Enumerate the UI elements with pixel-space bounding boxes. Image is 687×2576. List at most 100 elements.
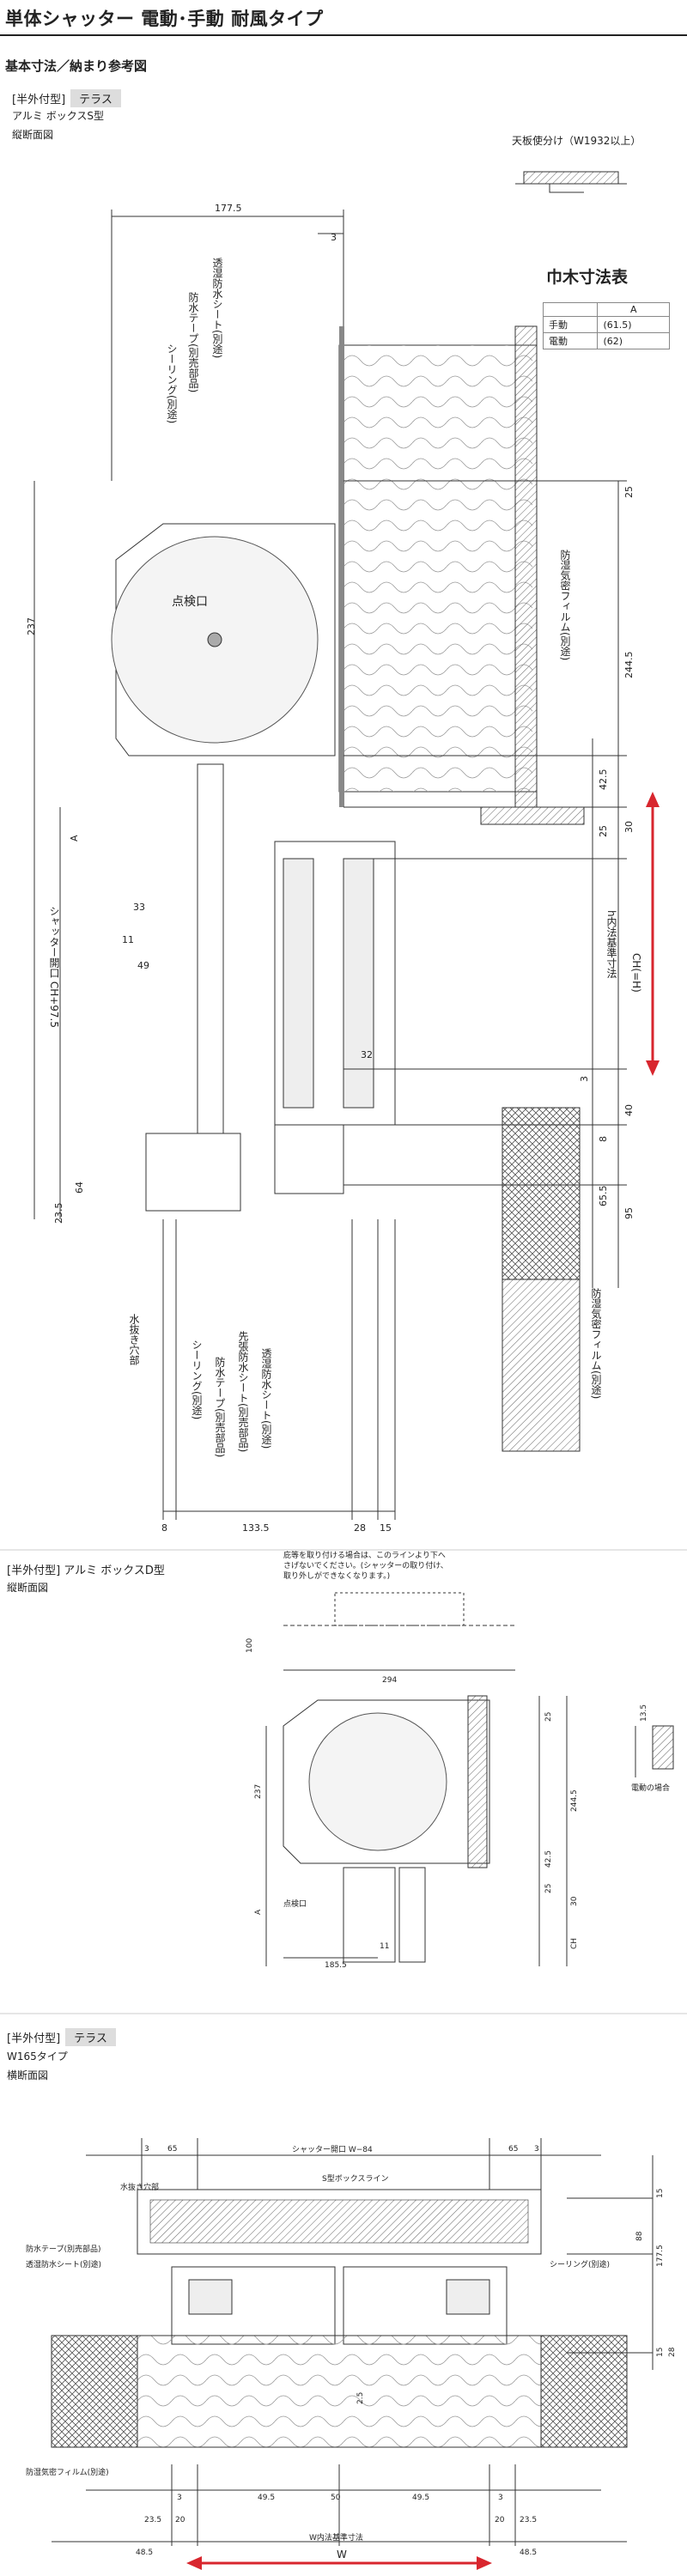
section2-drawing [265,1592,674,1966]
s3-w: W [337,2549,347,2561]
section1-view: 縦断面図 [12,129,54,141]
s3-vapor: 防湿気密フィルム(別途) [26,2469,109,2477]
title-underline [0,34,687,36]
dim-177-5: 177.5 [215,203,242,214]
opening-label: シャッター開口 CH+97.5 [48,906,60,1028]
d2-13-5: 13.5 [640,1704,648,1722]
s3-b-48-5b: 48.5 [520,2549,538,2557]
tape-label-top: 防水テープ(別売部品) [187,292,199,393]
section1-tag-label: テラス [70,89,121,107]
dim-25b: 25 [598,825,609,837]
baseboard-table-title: 巾木寸法表 [546,268,629,287]
section2-motor-note: 電動の場合 [631,1784,671,1793]
dim-28: 28 [354,1522,366,1534]
shutter-box [111,523,336,756]
ch-arrow [646,792,660,1076]
s3-opening: シャッター開口 W−84 [292,2146,373,2154]
s3-b-20b: 20 [495,2516,505,2524]
dim-237: 237 [26,617,37,635]
w-arrow [186,2556,492,2570]
dim-25: 25 [623,486,635,498]
s3-t-3b: 3 [534,2145,539,2154]
sealing-label-bot: シーリング(別途) [191,1340,203,1420]
vertical-dims [33,480,627,1288]
s3-m-2-5: 2.5 [356,2391,365,2404]
tape-label-bot: 防水テープ(別売部品) [214,1357,226,1458]
s3-b-20a: 20 [175,2516,185,2524]
s3-b-3: 3 [177,2494,182,2502]
dim-15: 15 [380,1522,392,1534]
d2-25b: 25 [544,1883,553,1893]
section2-model: アルミ ボックスD型 [64,1564,165,1577]
ceiling-note: 天板使分け（W1932以上） [512,135,641,147]
dim-95: 95 [623,1207,635,1219]
dim-30: 30 [623,821,635,833]
d2-25: 25 [544,1711,553,1722]
sheet-label-top: 透湿防水シート(別途) [211,258,223,359]
s3-t-3a: 3 [144,2145,149,2154]
section1-tag: [半外付型]テラス [12,89,121,107]
s3-t-65a: 65 [167,2145,178,2154]
d2-237: 237 [254,1783,263,1799]
s3-sealing: シーリング(別途) [550,2261,611,2269]
dim-40: 40 [623,1104,635,1116]
dim-65-5: 65.5 [598,1185,609,1207]
bottom-dims [162,1219,396,1520]
s3-box-line: S型ボックスライン [322,2175,389,2184]
wall-structure [338,325,585,1452]
section2-header: [半外付型] アルミ ボックスD型 [7,1561,165,1577]
d2-294: 294 [382,1676,398,1685]
section3-tag-bracket: [半外付型] [7,2032,61,2045]
dim-133-5: 133.5 [242,1522,270,1534]
dim-3-top: 3 [331,232,337,243]
table-row-label: 手動 [542,316,599,333]
section3-drawing [51,2138,654,2546]
d2-11: 11 [380,1942,390,1951]
s3-r-15: 15 [656,2188,665,2198]
baseboard-table: A 手動(61.5) 電動(62) [542,302,670,349]
section3-view: 横断面図 [7,2069,49,2081]
section3-model: W165タイプ [7,2050,68,2063]
vapor-label-bot: 防湿気密フィルム(別途) [590,1288,602,1400]
dim-8: 8 [598,1136,609,1142]
dim-top [111,210,344,481]
drain-label: 水抜き穴部 [128,1314,140,1365]
d2-244-5: 244.5 [570,1789,579,1812]
dim-23-5: 23.5 [53,1202,64,1224]
s3-b-49-5b: 49.5 [412,2494,430,2502]
s3-r-15b: 15 [656,2347,665,2357]
d2-30: 30 [570,1896,579,1906]
page-subtitle: 基本寸法／納まり参考図 [5,58,148,74]
s3-r-28: 28 [668,2347,677,2357]
d2-42-5: 42.5 [544,1850,553,1868]
dim-33: 33 [133,902,145,913]
dim-244-5: 244.5 [623,651,635,679]
section2-view: 縦断面図 [7,1582,49,1594]
section2-note: 庇等を取り付ける場合は、このラインより下へ さげないでください。(シャッターの取… [283,1552,448,1581]
section2-tag-bracket: [半外付型] [7,1564,61,1577]
sealing-label-top: シーリング(別途) [166,343,178,424]
dim-64: 64 [74,1182,85,1194]
s3-r-88: 88 [635,2231,644,2241]
s3-b-50: 50 [331,2494,341,2502]
table-row-value: (62) [597,332,670,349]
vapor-label-top: 防湿気密フィルム(別途) [559,550,571,661]
s3-b-23-5: 23.5 [144,2516,162,2524]
ceiling-detail [515,171,627,193]
dim-b-8: 8 [161,1522,167,1534]
s3-b-49-5a: 49.5 [258,2494,276,2502]
table-row-label: 電動 [542,332,599,349]
s3-b-23-5b: 23.5 [520,2516,538,2524]
s3-tape: 防水テープ(別売部品) [26,2245,101,2254]
dim-32: 32 [361,1049,373,1060]
dim-42-5: 42.5 [598,769,609,791]
tip-sheet-label: 先張防水シート(別売部品) [237,1331,249,1453]
s3-b-48-5a: 48.5 [136,2549,154,2557]
section3-tag-label: テラス [65,2028,116,2046]
section3-tag: [半外付型] テラス [7,2028,116,2046]
s3-b-3b: 3 [498,2494,503,2502]
page-title: 単体シャッター 電動･手動 耐風タイプ [5,9,324,29]
section2-inspection: 点検口 [283,1900,307,1909]
s3-sheet: 透湿防水シート(別途) [26,2261,102,2269]
